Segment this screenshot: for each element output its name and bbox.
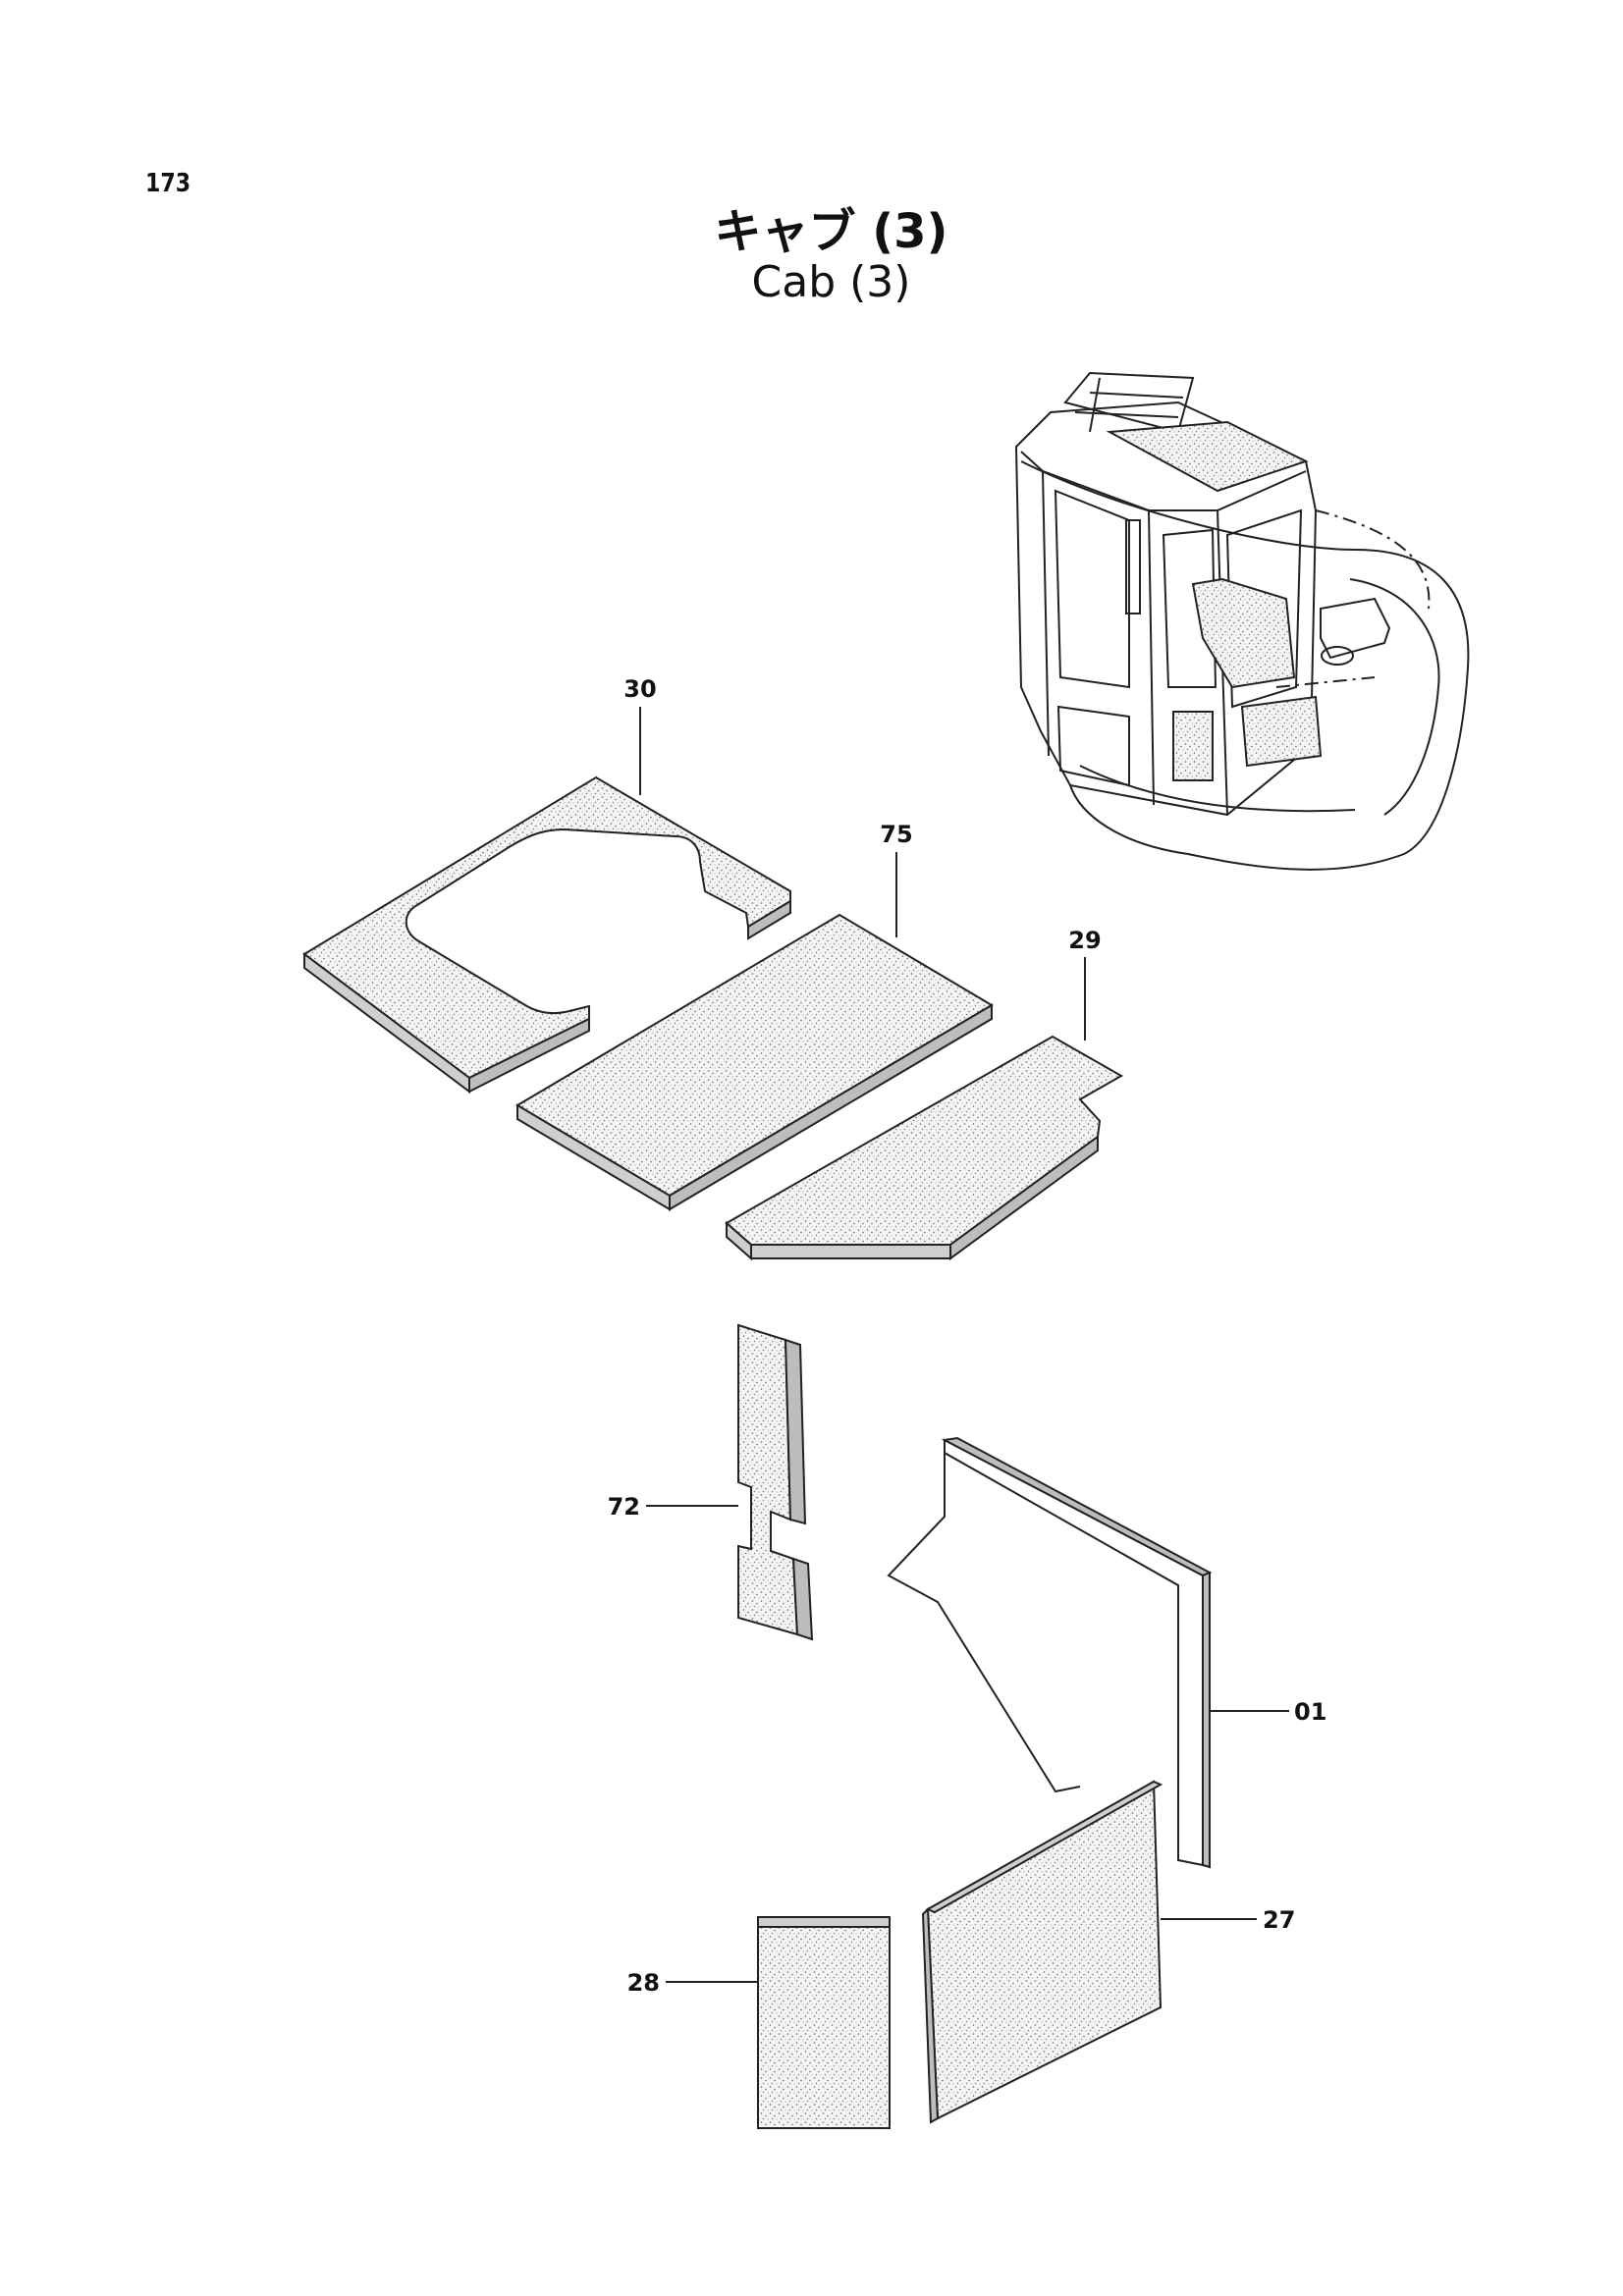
callout-01: 01	[1294, 1698, 1326, 1726]
callout-30: 30	[623, 675, 656, 703]
part-29-floor-mat	[725, 1035, 1124, 1261]
part-01-panel	[887, 1436, 1213, 1869]
callout-29: 29	[1068, 927, 1101, 954]
part-27-pad	[921, 1780, 1163, 2124]
title-english: Cab (3)	[751, 257, 911, 307]
part-72-side-pad	[737, 1323, 814, 1641]
callout-27: 27	[1263, 1906, 1295, 1934]
callout-72: 72	[608, 1493, 640, 1521]
part-75-floor-mat	[515, 913, 994, 1211]
page-number: 173	[145, 169, 191, 198]
leader-lines	[639, 707, 1289, 1983]
cab-overview-illustration	[1014, 371, 1470, 871]
callout-28: 28	[627, 1969, 660, 1997]
title-japanese: キャブ (3)	[714, 204, 948, 259]
part-28-pad	[757, 1916, 891, 2129]
callout-75: 75	[880, 821, 912, 848]
part-30-floor-mat	[302, 775, 791, 1094]
